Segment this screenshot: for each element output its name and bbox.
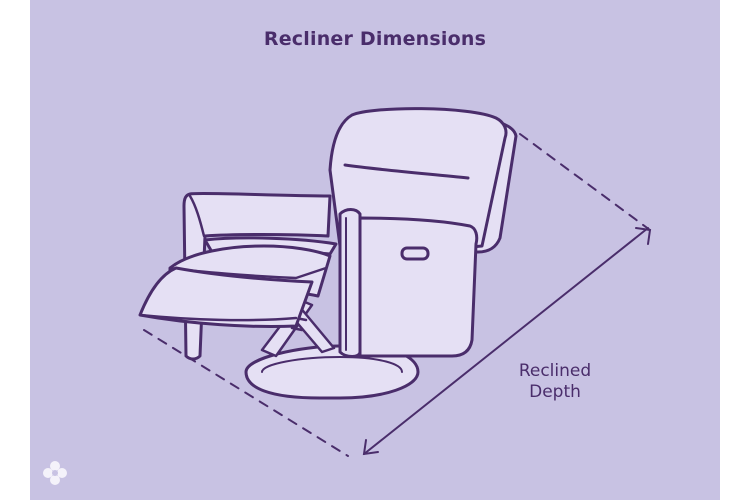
flower-logo-icon	[43, 461, 67, 485]
far-armrest	[182, 191, 332, 361]
near-armrest	[338, 208, 362, 358]
reclined-depth-label-line2: Depth	[529, 382, 581, 402]
seat-body	[358, 216, 479, 358]
swivel-base	[244, 344, 420, 400]
recline-handle	[400, 246, 430, 261]
backrest	[328, 107, 508, 251]
reclined-depth-label-line1: Reclined	[518, 361, 592, 381]
reclined-depth-dimension	[143, 133, 652, 457]
footrest-lower	[138, 266, 314, 329]
diagram-title: Recliner Dimensions	[263, 28, 487, 50]
reclined-depth-label: Reclined Depth	[500, 361, 610, 403]
